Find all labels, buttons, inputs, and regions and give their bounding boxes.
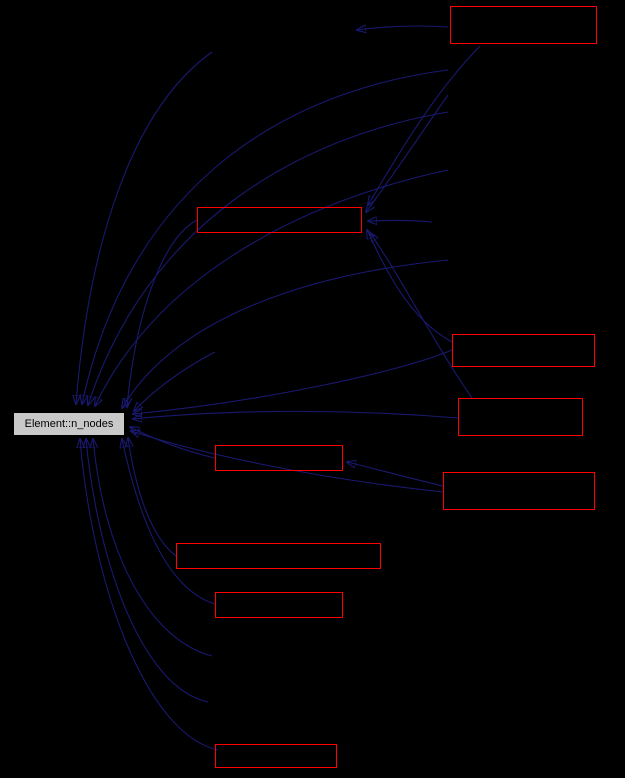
node-box-8[interactable] <box>215 592 343 618</box>
node-box-6[interactable] <box>443 472 595 510</box>
node-box-9[interactable] <box>215 744 337 768</box>
edge-group <box>76 26 481 751</box>
node-box-4[interactable] <box>458 398 583 436</box>
node-box-7[interactable] <box>176 543 381 569</box>
node-box-3[interactable] <box>452 334 595 367</box>
center-node: Element::n_nodes <box>13 412 125 436</box>
node-box-1[interactable] <box>450 6 597 44</box>
center-node-label: Element::n_nodes <box>24 418 114 430</box>
node-box-2[interactable] <box>197 207 362 233</box>
node-box-5[interactable] <box>215 445 343 471</box>
